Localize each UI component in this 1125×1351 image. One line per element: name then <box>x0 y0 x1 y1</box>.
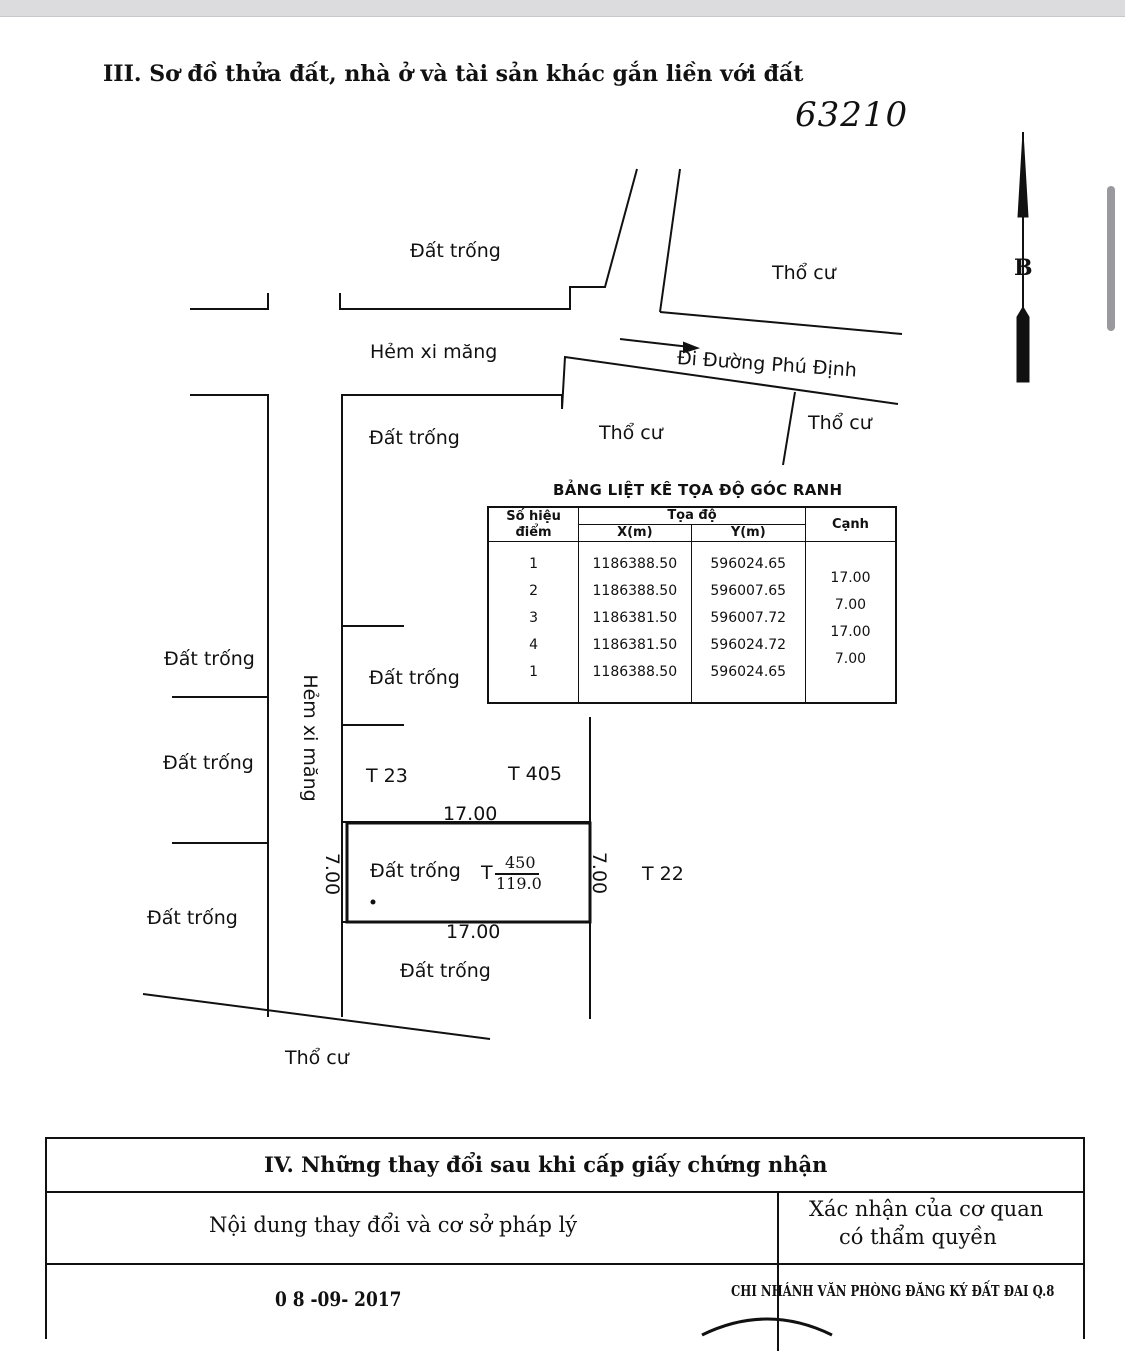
cell-x: 1186388.50 <box>578 577 692 605</box>
edge-value: 7.00 <box>834 597 867 613</box>
header-x: X(m) <box>578 524 692 542</box>
header-point: Số hiệu điểm <box>487 506 580 542</box>
table-row: 3 1186381.50 596007.72 <box>488 604 896 632</box>
parcel-number: 450 <box>505 853 536 872</box>
label-dat-trong-left3: Đất trống <box>147 907 238 929</box>
cell-x: 1186388.50 <box>578 658 692 703</box>
label-dat-trong-mid: Đất trống <box>369 427 460 449</box>
table-row: 2 1186388.50 596007.65 <box>488 577 896 605</box>
parcel-label: Đất trống <box>370 860 461 882</box>
label-dat-trong-left2: Đất trống <box>163 752 254 774</box>
coord-table: Số hiệu điểm Tọa độ Cạnh X(m) Y(m) 1 118… <box>487 506 897 704</box>
label-tho-cu-top: Thổ cư <box>772 262 836 284</box>
cell-point: 4 <box>529 636 538 653</box>
cell-y: 596007.72 <box>690 604 806 632</box>
parcel-outline <box>345 821 592 924</box>
label-dat-trong-below: Đất trống <box>400 960 491 982</box>
label-hem-xi-mang-vertical: Hẻm xi măng <box>299 674 321 802</box>
parcel-t: T <box>481 862 493 884</box>
cell-point: 1 <box>529 555 538 572</box>
cell-y: 596024.65 <box>690 658 806 703</box>
label-t23: T 23 <box>366 765 408 787</box>
document-page: III. Sơ đồ thửa đất, nhà ở và tài sản kh… <box>0 17 1125 1351</box>
header-coord: Tọa độ <box>578 506 806 525</box>
dimension-bottom: 17.00 <box>446 921 501 943</box>
section4-col-left: Nội dung thay đổi và cơ sở pháp lý <box>209 1213 578 1237</box>
change-date: 0 8 -09- 2017 <box>275 1287 402 1311</box>
handwritten-number: 63210 <box>795 95 909 135</box>
cell-x: 1186381.50 <box>578 631 692 659</box>
cell-point: 1 <box>529 664 538 681</box>
cell-x: 1186388.50 <box>578 541 692 578</box>
stamp-seal-icon <box>701 1317 833 1337</box>
cell-y: 596007.65 <box>690 577 806 605</box>
coord-table-title: BẢNG LIỆT KÊ TỌA ĐỘ GÓC RANH <box>553 481 843 499</box>
cell-x: 1186381.50 <box>578 604 692 632</box>
column-divider <box>777 1191 779 1351</box>
edge-value: 17.00 <box>830 624 871 640</box>
parcel-fraction-line <box>495 873 539 875</box>
dimension-right: 7.00 <box>588 851 611 895</box>
label-tho-cu-right: Thổ cư <box>808 412 872 434</box>
north-arrow-icon <box>1016 131 1030 383</box>
section4-title: IV. Những thay đổi sau khi cấp giấy chứn… <box>264 1152 828 1177</box>
section4-table: IV. Những thay đổi sau khi cấp giấy chứn… <box>45 1137 1085 1351</box>
label-dat-trong-top: Đất trống <box>410 240 501 262</box>
label-t405: T 405 <box>508 763 562 785</box>
land-parcel-map: B <box>142 131 1033 1040</box>
cell-y: 596024.72 <box>690 631 806 659</box>
edge-value: 7.00 <box>834 651 867 667</box>
parcel-area: 119.0 <box>496 874 542 893</box>
cell-y: 596024.65 <box>690 541 806 578</box>
label-t22: T 22 <box>642 863 684 885</box>
vertical-scrollbar[interactable] <box>1107 186 1115 331</box>
header-edge: Cạnh <box>804 506 897 542</box>
table-row: 1 1186388.50 596024.65 <box>488 658 896 703</box>
cell-point: 3 <box>529 609 538 626</box>
section3-title: III. Sơ đồ thửa đất, nhà ở và tài sản kh… <box>103 61 804 87</box>
table-row: 4 1186381.50 596024.72 <box>488 631 896 659</box>
edge-value: 17.00 <box>830 570 871 586</box>
label-tho-cu-bottom: Thổ cư <box>285 1047 349 1069</box>
browser-top-bar <box>0 0 1125 17</box>
label-dat-trong-left1: Đất trống <box>164 648 255 670</box>
section4-title-row: IV. Những thay đổi sau khi cấp giấy chứn… <box>47 1139 1083 1193</box>
label-hem-xi-mang: Hẻm xi măng <box>370 341 498 363</box>
section4-header-row: Nội dung thay đổi và cơ sở pháp lý Xác n… <box>47 1191 1083 1265</box>
section4-col-right-line2: có thẩm quyền <box>839 1225 997 1249</box>
table-row: 1 1186388.50 596024.65 17.00 7.00 17.00 … <box>488 541 896 703</box>
header-y: Y(m) <box>690 524 806 542</box>
dimension-top: 17.00 <box>443 803 498 825</box>
dimension-left: 7.00 <box>321 852 344 896</box>
label-tho-cu-mid: Thổ cư <box>599 422 663 444</box>
edge-cell: 17.00 7.00 17.00 7.00 <box>804 541 896 703</box>
label-dat-trong-center: Đất trống <box>369 667 460 689</box>
stamp-text: CHI NHÁNH VĂN PHÒNG ĐĂNG KÝ ĐẤT ĐAI Q.8 <box>731 1282 1055 1300</box>
cell-point: 2 <box>529 582 538 599</box>
section4-col-right-line1: Xác nhận của cơ quan <box>809 1197 1044 1221</box>
north-letter: B <box>1014 255 1033 281</box>
